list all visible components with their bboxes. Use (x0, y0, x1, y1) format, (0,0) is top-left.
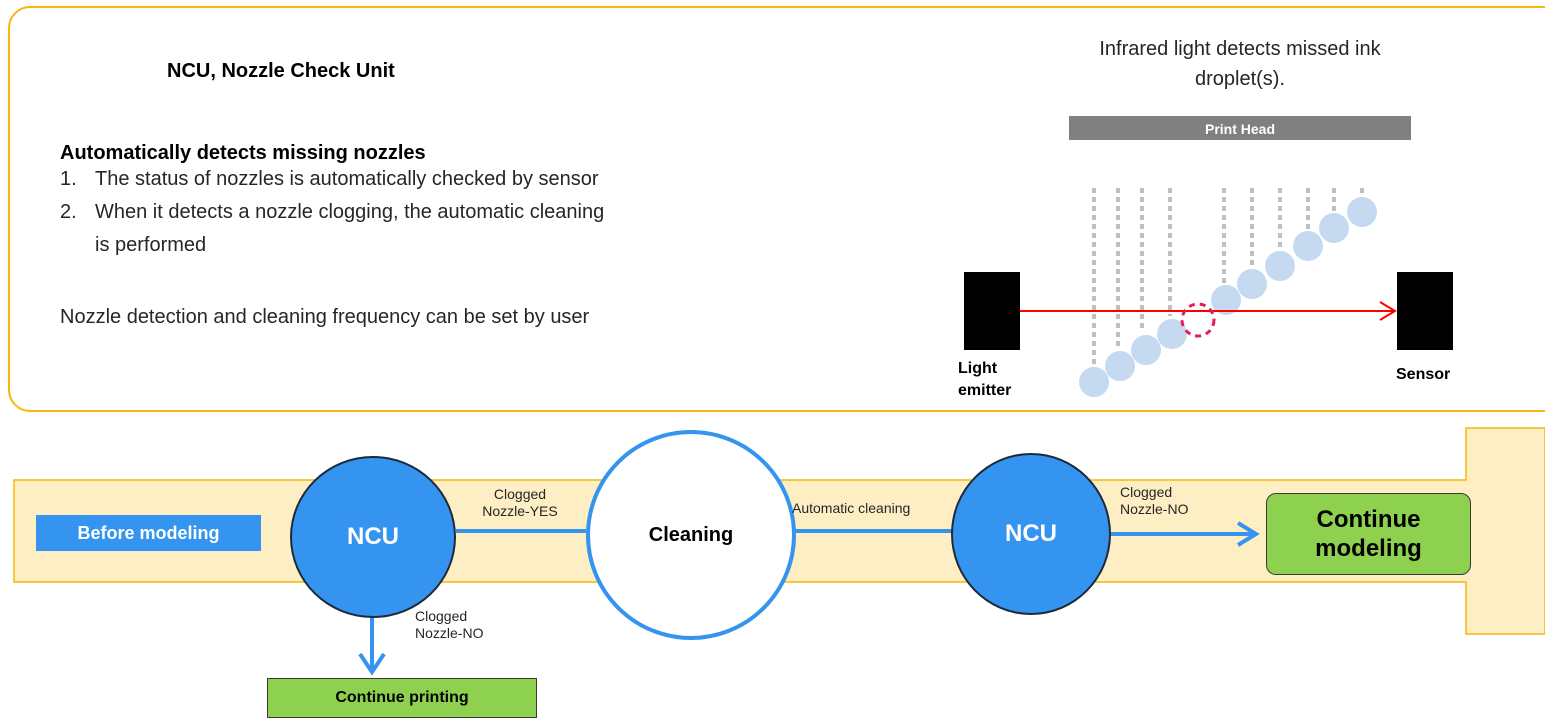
nozzle-jet-lines (1092, 188, 1364, 366)
sensor-block (1397, 272, 1453, 350)
light-emitter-label-line-1: Light (958, 360, 998, 377)
continue-modeling-line-2: modeling (1315, 535, 1422, 562)
automatic-cleaning-label: Automatic cleaning (792, 500, 911, 516)
clogged-no-label-1: Clogged Nozzle-NO (415, 608, 483, 642)
clogged-no-label-2: Clogged Nozzle-NO (1120, 484, 1188, 518)
clogged-no-label-1-line-1: Clogged (415, 608, 468, 624)
print-head-bar: Print Head (1069, 116, 1411, 140)
clogged-yes-label-line-1: Clogged (493, 486, 547, 502)
ink-droplets (1079, 197, 1377, 397)
arrowhead-continue-modeling (1236, 521, 1260, 547)
continue-printing-box: Continue printing (267, 678, 537, 718)
before-modeling-box: Before modeling (36, 515, 261, 551)
step-2-text-line-2: is performed (95, 234, 207, 256)
step-2-number: 2. (60, 201, 77, 223)
clogged-no-label-1-line-2: Nozzle-NO (415, 625, 484, 641)
cleaning-node: Cleaning (586, 430, 796, 640)
clogged-no-label-2-line-1: Clogged (1120, 484, 1173, 500)
step-2-text-line-1: When it detects a nozzle clogging, the a… (95, 201, 605, 223)
infrared-caption-line-1: Infrared light detects missed ink (1099, 38, 1381, 60)
ncu-node-1: NCU (290, 456, 456, 618)
step-1-text: The status of nozzles is automatically c… (95, 168, 599, 190)
light-emitter-label-line-2: emitter (958, 382, 1012, 399)
arrowhead-continue-printing (358, 652, 386, 676)
infrared-caption: Infrared light detects missed ink drople… (1030, 34, 1450, 94)
panel-subtitle: Automatically detects missing nozzles (60, 142, 426, 164)
light-emitter-block (964, 272, 1020, 350)
sensor-label: Sensor (1396, 366, 1451, 383)
light-emitter-label: Light emitter (958, 358, 1011, 402)
ncu-node-2: NCU (951, 453, 1111, 615)
info-panel (8, 6, 1545, 412)
step-1-number: 1. (60, 168, 77, 190)
continue-modeling-box: Continue modeling (1266, 493, 1471, 575)
infrared-caption-line-2: droplet(s). (1194, 68, 1286, 90)
clogged-yes-label: Clogged Nozzle-YES (460, 486, 580, 520)
clogged-yes-label-line-2: Nozzle-YES (482, 503, 558, 519)
panel-title: NCU, Nozzle Check Unit (167, 60, 395, 82)
continue-modeling-line-1: Continue (1316, 506, 1421, 533)
clogged-no-label-2-line-2: Nozzle-NO (1120, 501, 1189, 517)
frequency-note: Nozzle detection and cleaning frequency … (60, 306, 590, 328)
missing-droplet-marker (1180, 302, 1216, 338)
